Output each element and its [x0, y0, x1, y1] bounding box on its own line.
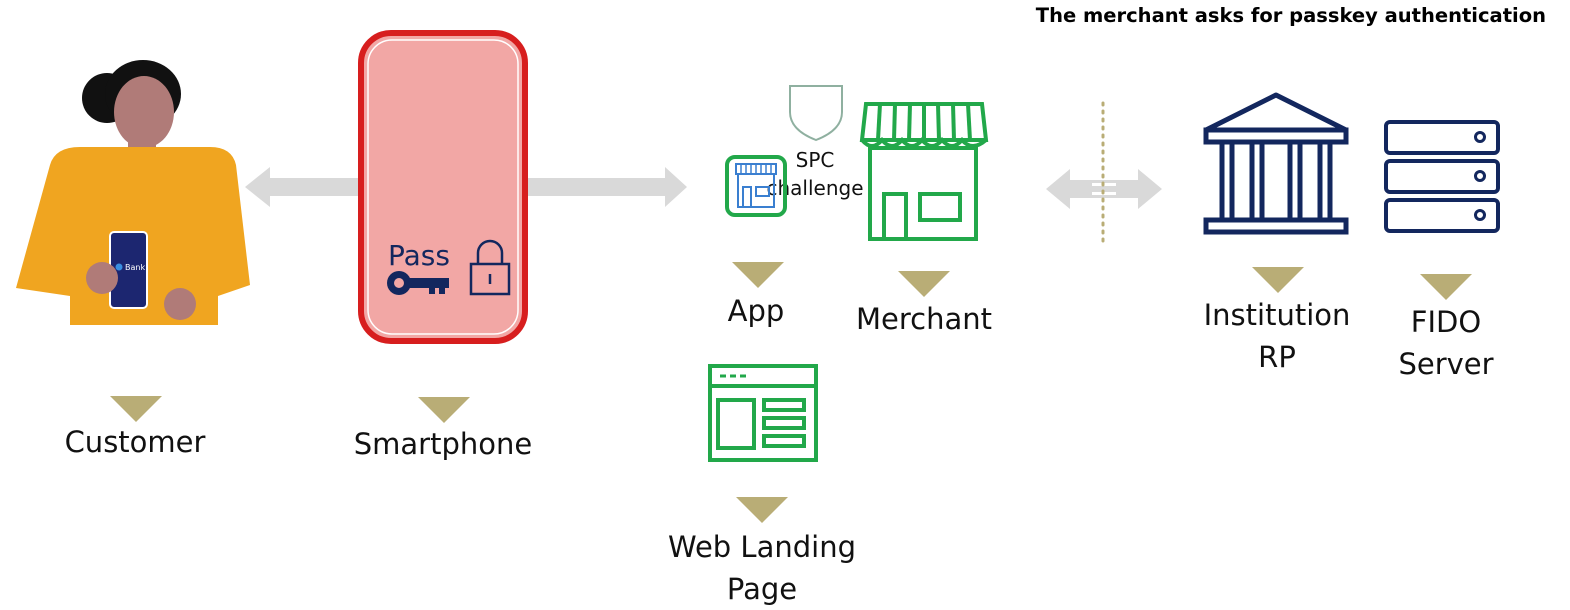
app-marker — [732, 262, 784, 288]
arrow-merchant-institution — [1046, 169, 1162, 209]
spc-label-line1: SPC — [795, 148, 835, 172]
server-icon — [1384, 120, 1500, 233]
merchant-marker — [898, 271, 950, 297]
shield-icon — [789, 85, 843, 142]
arrow-smartphone-app — [524, 167, 687, 207]
web-landing-label-line1: Web Landing — [667, 530, 856, 564]
app-store-icon — [725, 155, 787, 217]
fido-label-line1: FIDO — [1410, 305, 1482, 339]
diagram-title: The merchant asks for passkey authentica… — [1035, 4, 1546, 27]
institution-label-line1: Institution — [1203, 298, 1351, 332]
bank-building-icon — [1203, 92, 1349, 235]
web-landing-label-line2: Page — [726, 572, 798, 606]
pass-text: Pass — [388, 239, 450, 272]
web-landing-marker — [736, 497, 788, 523]
institution-label: Institution RP — [1187, 294, 1367, 378]
app-label: App — [727, 294, 785, 328]
web-page-icon — [708, 364, 818, 462]
web-landing-label: Web Landing Page — [652, 526, 872, 610]
customer-figure: Bank — [16, 60, 250, 325]
customer-marker — [110, 396, 162, 422]
institution-marker — [1252, 267, 1304, 293]
padlock-icon — [469, 239, 511, 296]
arrow-customer-smartphone — [245, 167, 365, 207]
spc-challenge-label: SPC challenge — [760, 146, 870, 202]
smartphone-label: Smartphone — [353, 427, 533, 461]
fido-marker — [1420, 274, 1472, 300]
spc-label-line2: challenge — [766, 176, 864, 200]
smartphone-marker — [418, 397, 470, 423]
fido-label-line2: Server — [1398, 347, 1494, 381]
customer-label: Customer — [64, 425, 206, 459]
merchant-label: Merchant — [856, 302, 992, 336]
merchant-store-icon — [859, 102, 989, 241]
phone-bank-label: Bank — [125, 263, 145, 272]
fido-label: FIDO Server — [1386, 301, 1506, 385]
smartphone-icon: Pass — [358, 30, 528, 344]
key-icon — [387, 271, 449, 295]
institution-label-line2: RP — [1258, 340, 1296, 374]
